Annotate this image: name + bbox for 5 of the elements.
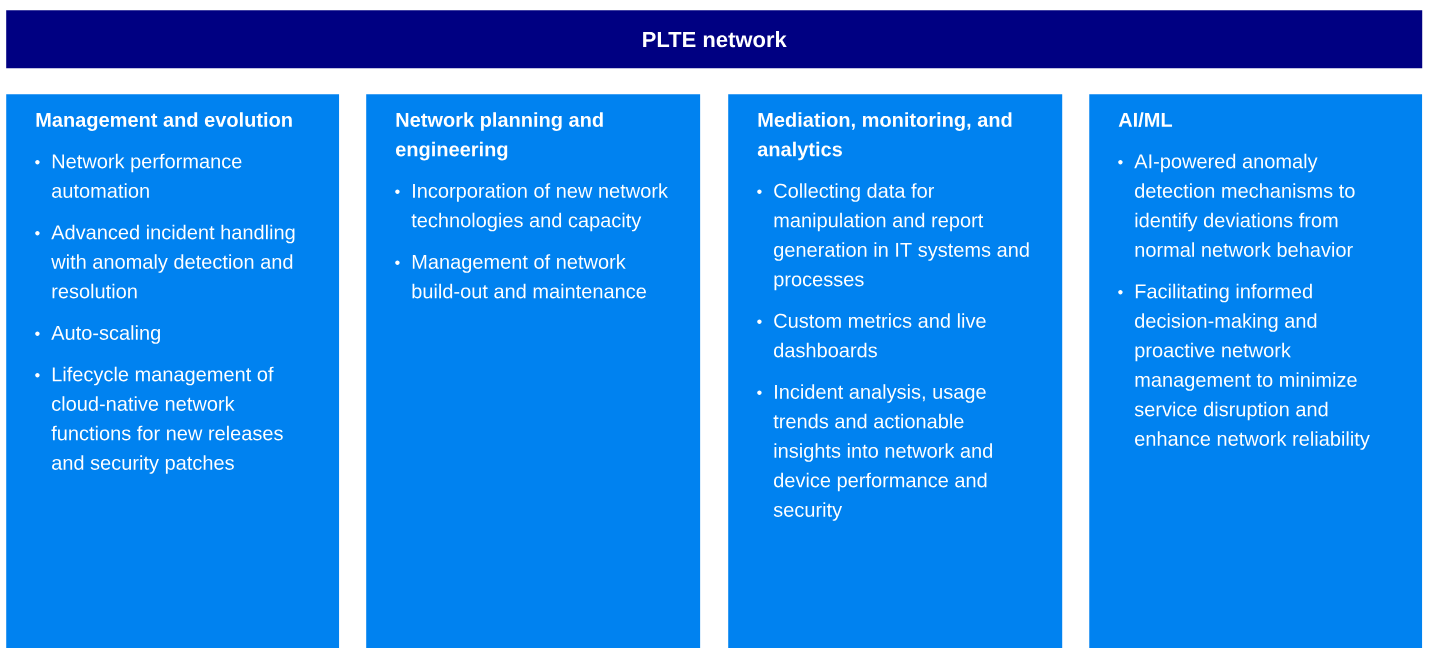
column-box: Network planning and engineering Incorporation of new network technologies and capacity Management of network build-out and maintenance	[366, 94, 701, 648]
title-bar: PLTE network	[6, 10, 1423, 69]
column-box: AI/ML AI-powered anomaly detection mechanisms to identify deviations from normal network behavior Facilitating informed decision-making and proactive network management to minimize service disruption and enhance network reliability	[1089, 94, 1423, 648]
column-box: Mediation, monitoring, and analytics Collecting data for manipulation and report generation in IT systems and processes Custom metrics and live dashboards Incident analysis, usage trends and actionable insights into network and device performance and security	[728, 94, 1063, 648]
column-box: Management and evolution Network performance automation Advanced incident handling with anomaly detection and resolution Auto-scaling Lifecycle management of cloud-native network functions for new releases and security patches	[6, 94, 340, 648]
